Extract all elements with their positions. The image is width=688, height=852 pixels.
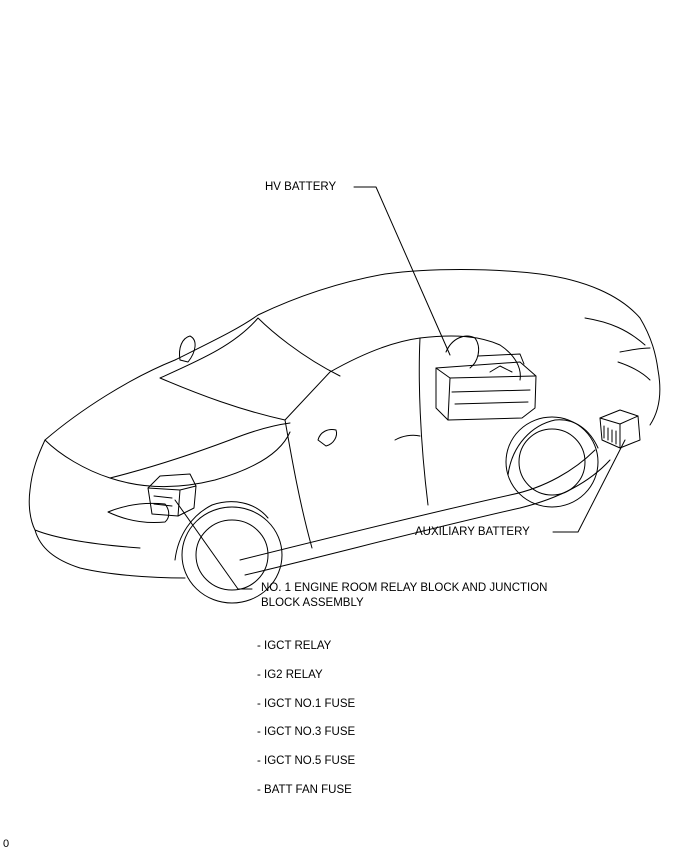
relay-block-item: - IGCT NO.5 FUSE [257,755,356,767]
leader-lines [174,186,626,590]
relay-block-drawing [147,473,197,517]
relay-block-label: NO. 1 ENGINE ROOM RELAY BLOCK AND JUNCTI… [261,581,548,610]
relay-block-item: - IGCT RELAY [257,640,332,652]
figure-code: 0 [3,838,10,850]
relay-block-item: - IGCT NO.1 FUSE [257,698,356,710]
auxiliary-battery-drawing [599,409,641,449]
hv-battery-drawing [435,335,537,421]
relay-block-label-line1: NO. 1 ENGINE ROOM RELAY BLOCK AND JUNCTI… [261,582,548,594]
relay-block-label-line2: BLOCK ASSEMBLY [261,596,364,609]
car-outline [28,269,661,604]
hv-battery-label: HV BATTERY [265,181,337,193]
relay-block-item: - IGCT NO.3 FUSE [257,726,356,738]
relay-block-item: - BATT FAN FUSE [257,784,352,796]
auxiliary-battery-label: AUXILIARY BATTERY [415,526,530,538]
relay-block-item: - IG2 RELAY [257,669,323,681]
